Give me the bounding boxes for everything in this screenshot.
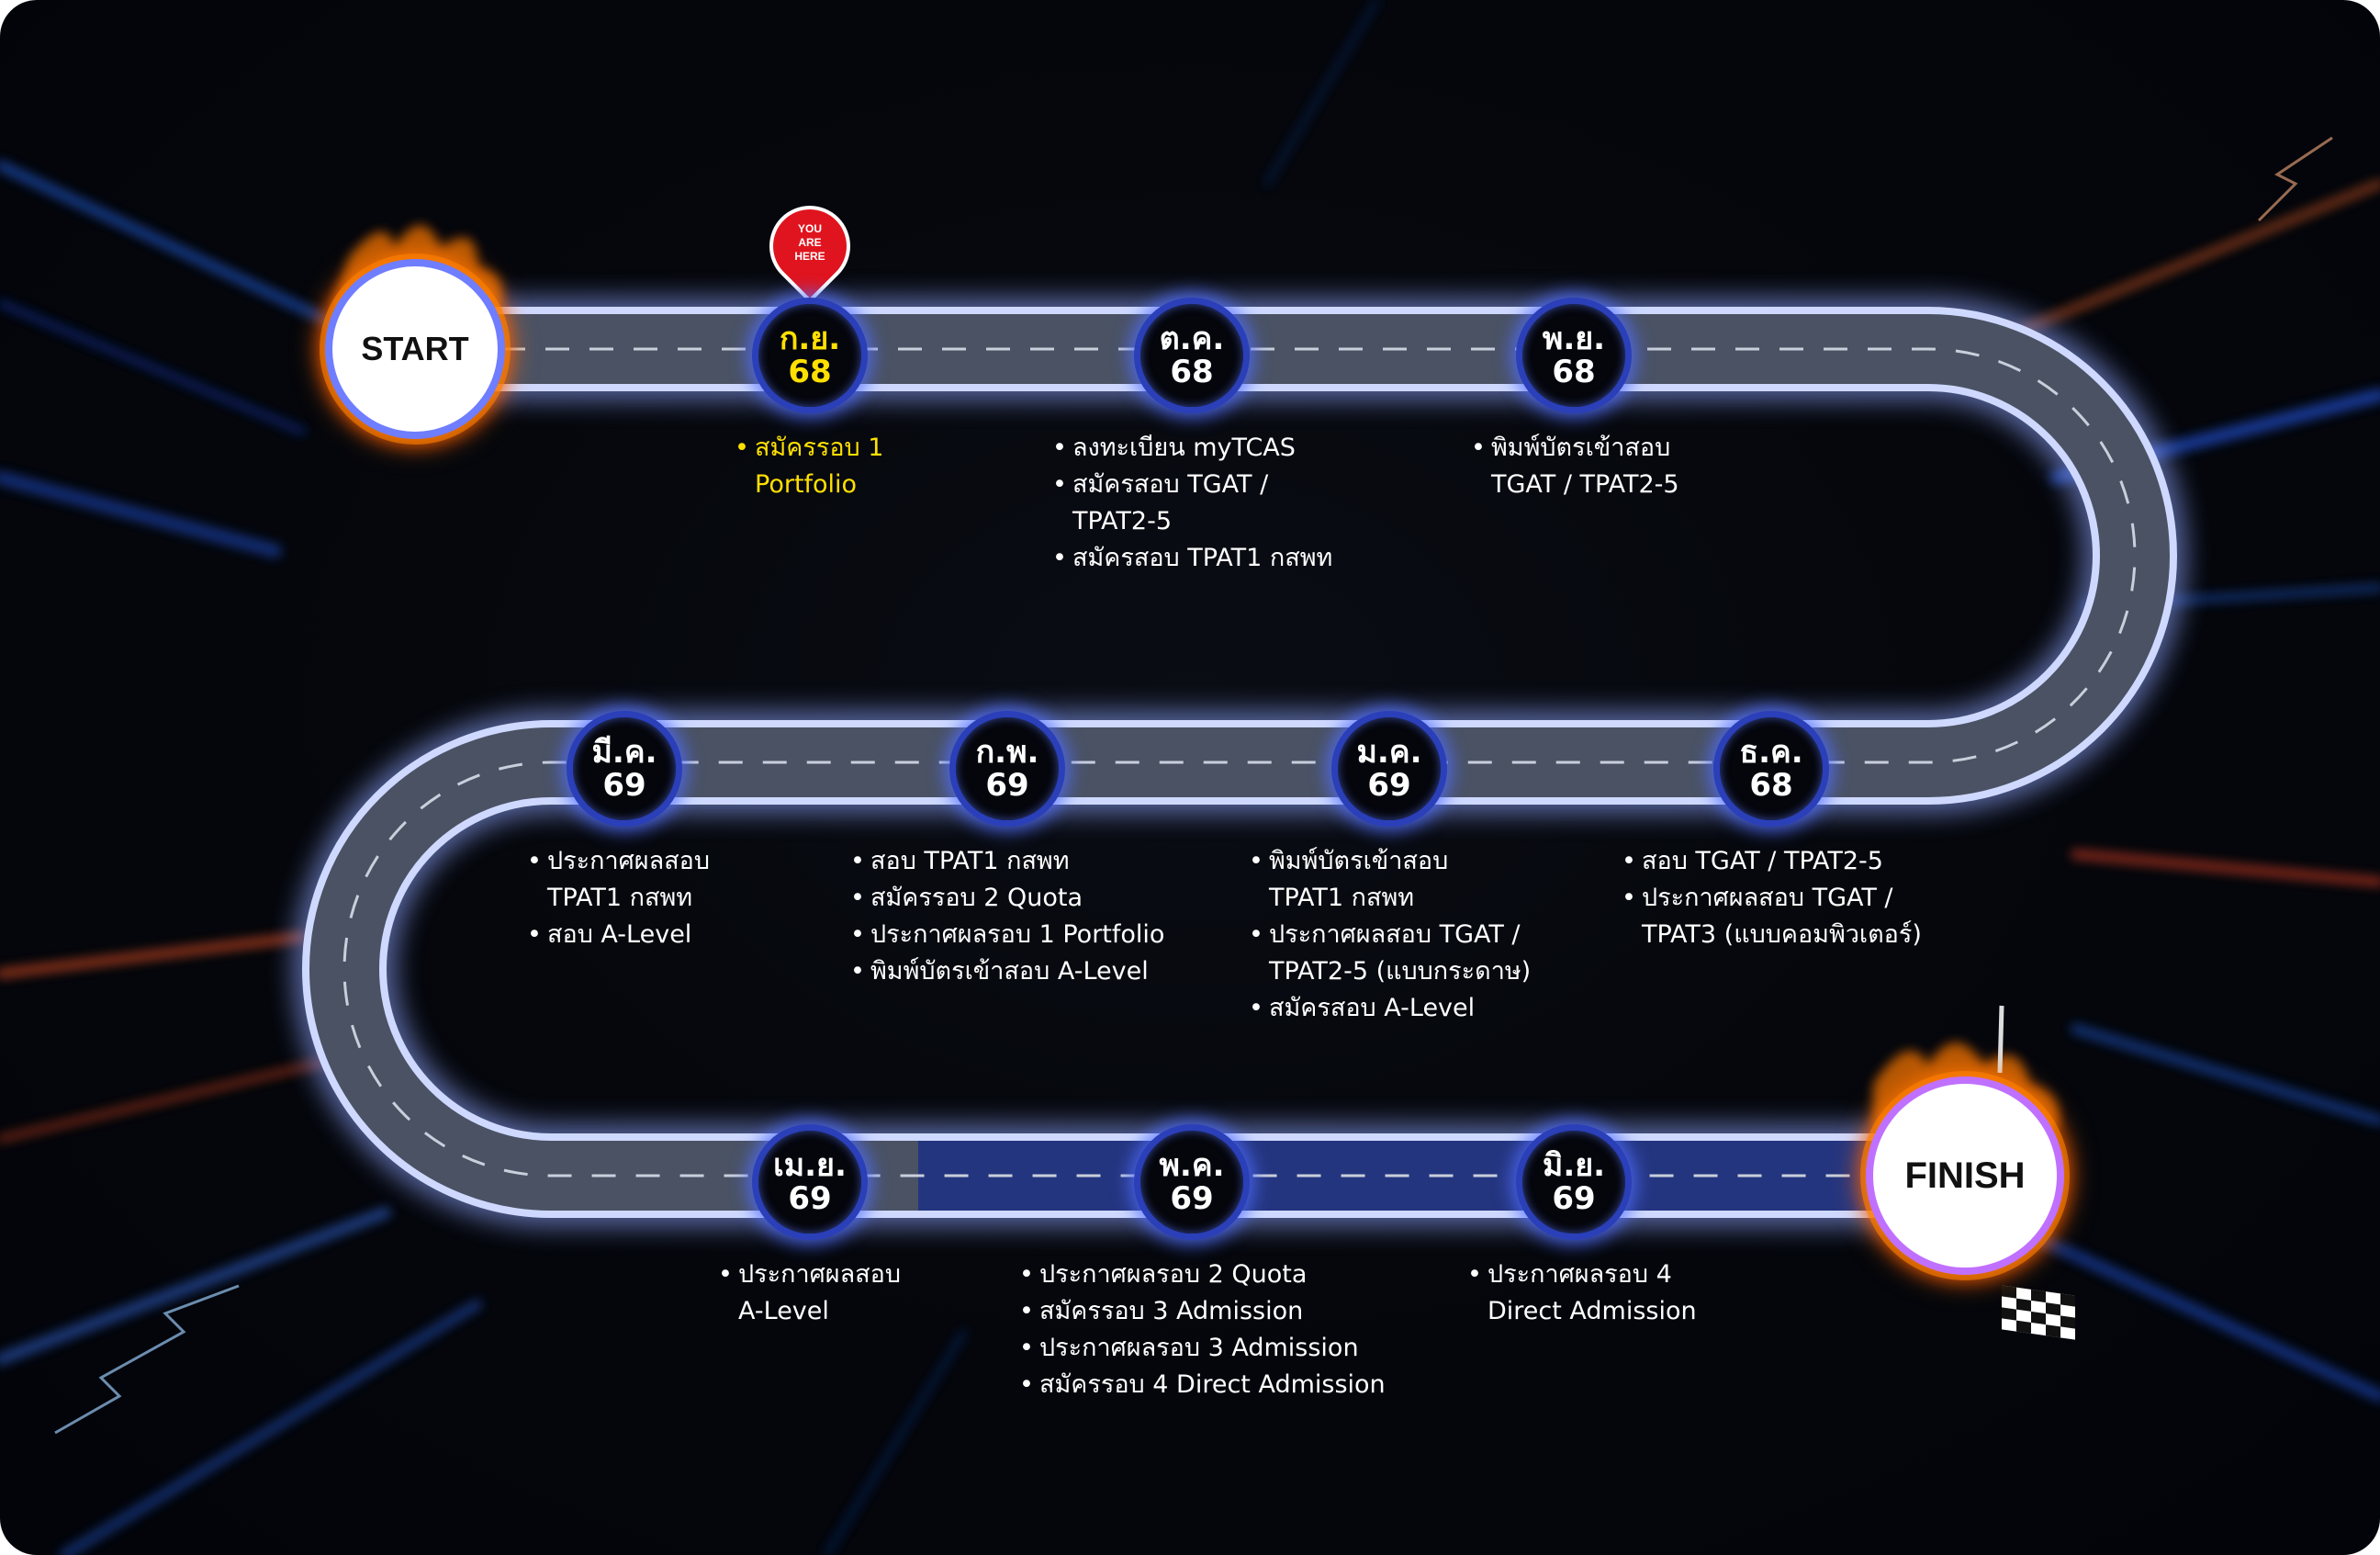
start-circle: START — [332, 266, 498, 432]
milestone-notes-feb-69: สอบ TPAT1 กสพท สมัครรอบ 2 Quota ประกาศผล… — [850, 843, 1164, 990]
milestone-node-jan-69: ม.ค. 69 — [1331, 711, 1447, 827]
milestone-notes-oct-68: ลงทะเบียน myTCAS สมัครสอบ TGAT / TPAT2-5… — [1052, 430, 1332, 577]
road-center-line — [342, 347, 2137, 1178]
milestone-notes-jan-69: พิมพ์บัตรเข้าสอบ TPAT1 กสพท ประกาศผลสอบ … — [1249, 843, 1531, 1027]
milestone-notes-sep-68: สมัครรอบ 1 Portfolio — [735, 430, 883, 503]
milestone-notes-may-69: ประกาศผลรอบ 2 Quota สมัครรอบ 3 Admission… — [1019, 1256, 1386, 1403]
checkered-flag-icon — [1997, 1005, 2075, 1340]
milestone-node-sep-68: ก.ย. 68 — [752, 298, 868, 413]
milestone-node-apr-69: เม.ย. 69 — [752, 1124, 868, 1240]
pin-text: YOU ARE HERE — [794, 222, 825, 263]
start-label: START — [361, 330, 469, 367]
milestone-notes-apr-69: ประกาศผลสอบ A-Level — [718, 1256, 901, 1330]
milestone-node-oct-68: ต.ค. 68 — [1134, 298, 1250, 413]
milestone-node-may-69: พ.ค. 69 — [1134, 1124, 1250, 1240]
finish-circle: FINISH — [1873, 1084, 2057, 1268]
milestone-notes-jun-69: ประกาศผลรอบ 4 Direct Admission — [1467, 1256, 1697, 1330]
milestone-notes-dec-68: สอบ TGAT / TPAT2-5 ประกาศผลสอบ TGAT / TP… — [1622, 843, 1922, 953]
milestone-notes-nov-68: พิมพ์บัตรเข้าสอบ TGAT / TPAT2-5 — [1471, 430, 1679, 503]
milestone-node-feb-69: ก.พ. 69 — [949, 711, 1065, 827]
milestone-node-mar-69: มี.ค. 69 — [567, 711, 682, 827]
milestone-node-nov-68: พ.ย. 68 — [1516, 298, 1632, 413]
you-are-here-pin-icon: YOU ARE HERE — [758, 194, 862, 310]
finish-label: FINISH — [1904, 1155, 2026, 1196]
milestone-node-dec-68: ธ.ค. 68 — [1713, 711, 1829, 827]
milestone-node-jun-69: มิ.ย. 69 — [1516, 1124, 1632, 1240]
milestone-notes-mar-69: ประกาศผลสอบ TPAT1 กสพท สอบ A-Level — [527, 843, 710, 953]
